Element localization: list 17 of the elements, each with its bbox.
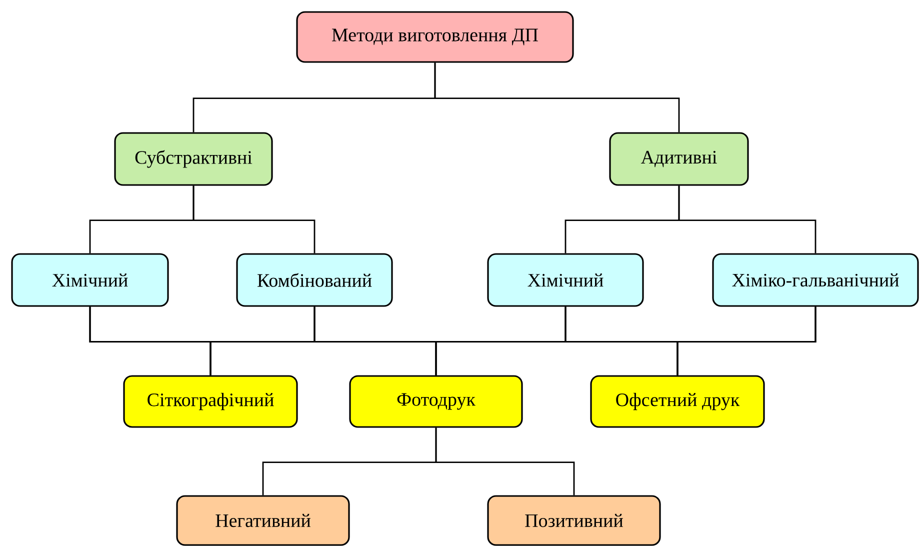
method-box: Позитивний bbox=[487, 495, 661, 546]
root-box: Методи виготовлення ДП bbox=[296, 11, 574, 63]
category-box: Адитивні bbox=[609, 132, 749, 186]
connector-line bbox=[678, 186, 816, 254]
method-box: Негативний bbox=[176, 495, 350, 546]
method-box: Офсетний друк bbox=[590, 375, 765, 428]
method-box: Комбінований bbox=[236, 253, 393, 307]
connector-line bbox=[434, 62, 680, 132]
method-box: Хімічний bbox=[487, 253, 644, 307]
method-box: Хімічний bbox=[11, 253, 169, 307]
method-box: Фотодрук bbox=[349, 375, 523, 428]
method-box: Сіткографічний bbox=[123, 375, 298, 428]
connector-line bbox=[435, 428, 575, 496]
connector-line bbox=[192, 186, 316, 254]
connector-line bbox=[676, 306, 816, 376]
method-box: Хіміко-гальванічний bbox=[712, 253, 919, 307]
category-box: Субстрактивні bbox=[114, 132, 273, 186]
